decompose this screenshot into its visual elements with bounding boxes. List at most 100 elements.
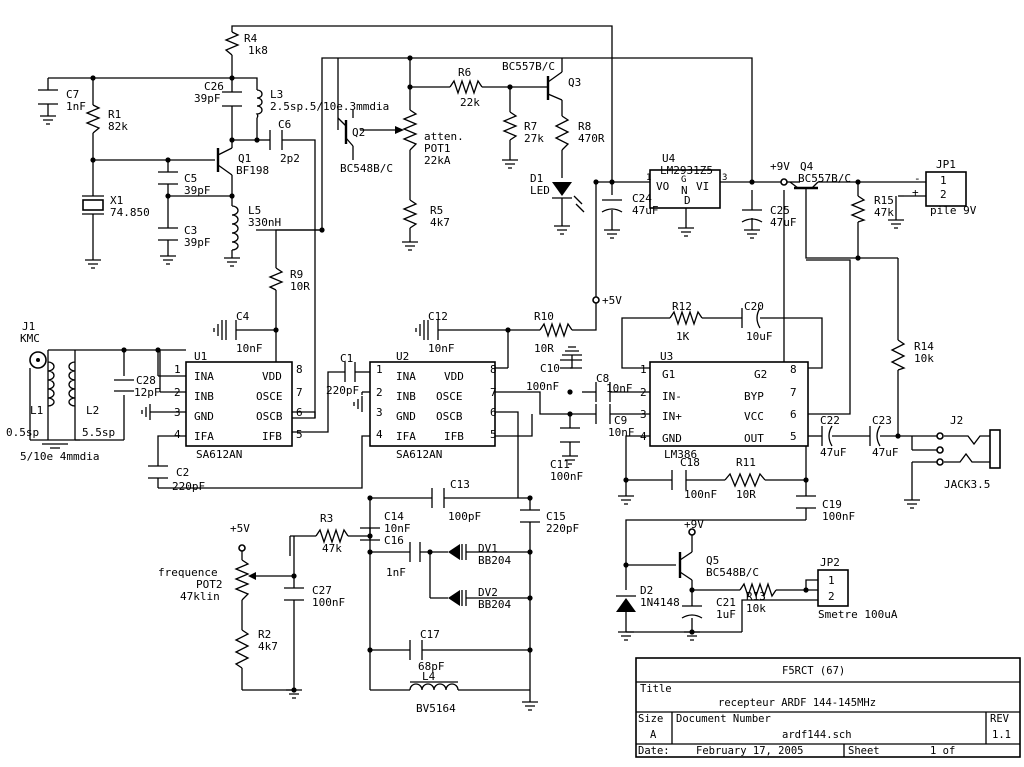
label-c23: C23: [872, 414, 892, 427]
label-jp1: JP1: [936, 158, 956, 171]
label-5v-2: +5V: [230, 522, 250, 535]
label-r11: R11: [736, 456, 756, 469]
varicaps: [448, 544, 488, 606]
value-c12: 10nF: [428, 342, 455, 355]
svg-text:7: 7: [490, 386, 497, 399]
label-jp2: JP2: [820, 556, 840, 569]
value-c9: 10nF: [608, 426, 635, 439]
capacitors: [38, 89, 881, 660]
label-r13: R13: [746, 590, 766, 603]
label-l1: L1: [30, 404, 43, 417]
label-c25: C25: [770, 204, 790, 217]
label-l2: L2: [86, 404, 99, 417]
value-c3: 39pF: [184, 236, 211, 249]
svg-text:INB: INB: [396, 390, 416, 403]
label-c11: C11: [550, 458, 570, 471]
value-c20: 10uF: [746, 330, 773, 343]
value-r14: 10k: [914, 352, 934, 365]
label-x1: X1: [110, 194, 123, 207]
label-d2: D2: [640, 584, 653, 597]
label-c26: C26: [204, 80, 224, 93]
svg-text:1: 1: [640, 363, 647, 376]
svg-text:IFA: IFA: [396, 430, 416, 443]
value-c19: 100nF: [822, 510, 855, 523]
value-q2: BC548B/C: [340, 162, 393, 175]
svg-text:IFB: IFB: [262, 430, 282, 443]
title-block-size: A: [650, 729, 657, 741]
value-c22: 47uF: [820, 446, 847, 459]
value-c21: 1uF: [716, 608, 736, 621]
value-r2: 4k7: [258, 640, 278, 653]
pin-u4-vo: VO: [656, 180, 669, 193]
label-l3: L3: [270, 88, 283, 101]
label-c6: C6: [278, 118, 291, 131]
label-r15: R15: [874, 194, 894, 207]
svg-text:6: 6: [790, 408, 797, 421]
jp1-plus: +: [912, 186, 919, 199]
label-r8: R8: [578, 120, 591, 133]
label-u1: U1: [194, 350, 207, 363]
svg-text:IFB: IFB: [444, 430, 464, 443]
title-block-docnum-label: Document Number: [676, 713, 771, 725]
svg-text:GND: GND: [662, 432, 682, 445]
title-block-title-label: Title: [640, 683, 672, 695]
svg-text:GND: GND: [194, 410, 214, 423]
title-block-date: February 17, 2005: [696, 745, 803, 757]
label-pile: pile 9V: [930, 204, 977, 217]
value-u4: LM2931Z5: [660, 164, 713, 177]
svg-text:OUT: OUT: [744, 432, 764, 445]
jp1-minus: -: [914, 172, 921, 185]
label-9v: +9V: [770, 160, 790, 173]
label-j2: J2: [950, 414, 963, 427]
title-block-sheet-label: Sheet: [848, 745, 880, 757]
label-q2: Q2: [352, 126, 365, 139]
label-l4: L4: [422, 670, 436, 683]
label-c12: C12: [428, 310, 448, 323]
label-c24: C24: [632, 192, 652, 205]
label-5v: +5V: [602, 294, 622, 307]
inductors: [47, 89, 459, 691]
value-r1: 82k: [108, 120, 128, 133]
svg-text:G2: G2: [754, 368, 767, 381]
resistor-r14: [890, 339, 906, 371]
svg-text:OSCB: OSCB: [256, 410, 283, 423]
inductor-l3: [255, 89, 263, 119]
svg-text:3: 3: [376, 406, 383, 419]
resistor-r8: [554, 115, 570, 151]
value-q3: BC557B/C: [502, 60, 555, 73]
power-symbols: [238, 178, 788, 552]
value-d2: 1N4148: [640, 596, 680, 609]
resistor-r10: [539, 321, 573, 339]
label-pot2: POT2: [196, 578, 223, 591]
label-l1-dim: 5/10e 4mmdia: [20, 450, 99, 463]
label-frequence: frequence: [158, 566, 218, 579]
value-c13: 100pF: [448, 510, 481, 523]
value-pot2: 47klin: [180, 590, 220, 603]
svg-text:VDD: VDD: [444, 370, 464, 383]
label-u2: U2: [396, 350, 409, 363]
svg-text:1: 1: [376, 363, 383, 376]
svg-text:GND: GND: [396, 410, 416, 423]
pin-jp2-1: 1: [828, 574, 835, 587]
svg-text:VDD: VDD: [262, 370, 282, 383]
value-r9: 10R: [290, 280, 310, 293]
value-c1: 220pF: [326, 384, 359, 397]
value-pot1: 22kA: [424, 154, 451, 167]
title-block-sheet: 1 of: [930, 745, 955, 757]
svg-text:VCC: VCC: [744, 410, 764, 423]
label-c5: C5: [184, 172, 197, 185]
value-r11: 10R: [736, 488, 756, 501]
pin-u4-vi: VI: [696, 180, 709, 193]
label-r2: R2: [258, 628, 271, 641]
label-r4: R4: [244, 32, 258, 45]
value-c26: 39pF: [194, 92, 221, 105]
pin-u4-gnd: G: [681, 175, 686, 185]
svg-text:5: 5: [490, 428, 497, 441]
label-r9: R9: [290, 268, 303, 281]
value-c16: 1nF: [386, 566, 406, 579]
svg-text:8: 8: [490, 363, 497, 376]
resistor-r11: [724, 472, 766, 488]
value-r5: 4k7: [430, 216, 450, 229]
potentiometer-pot1: [402, 109, 418, 151]
resistor-r3: [315, 527, 349, 545]
